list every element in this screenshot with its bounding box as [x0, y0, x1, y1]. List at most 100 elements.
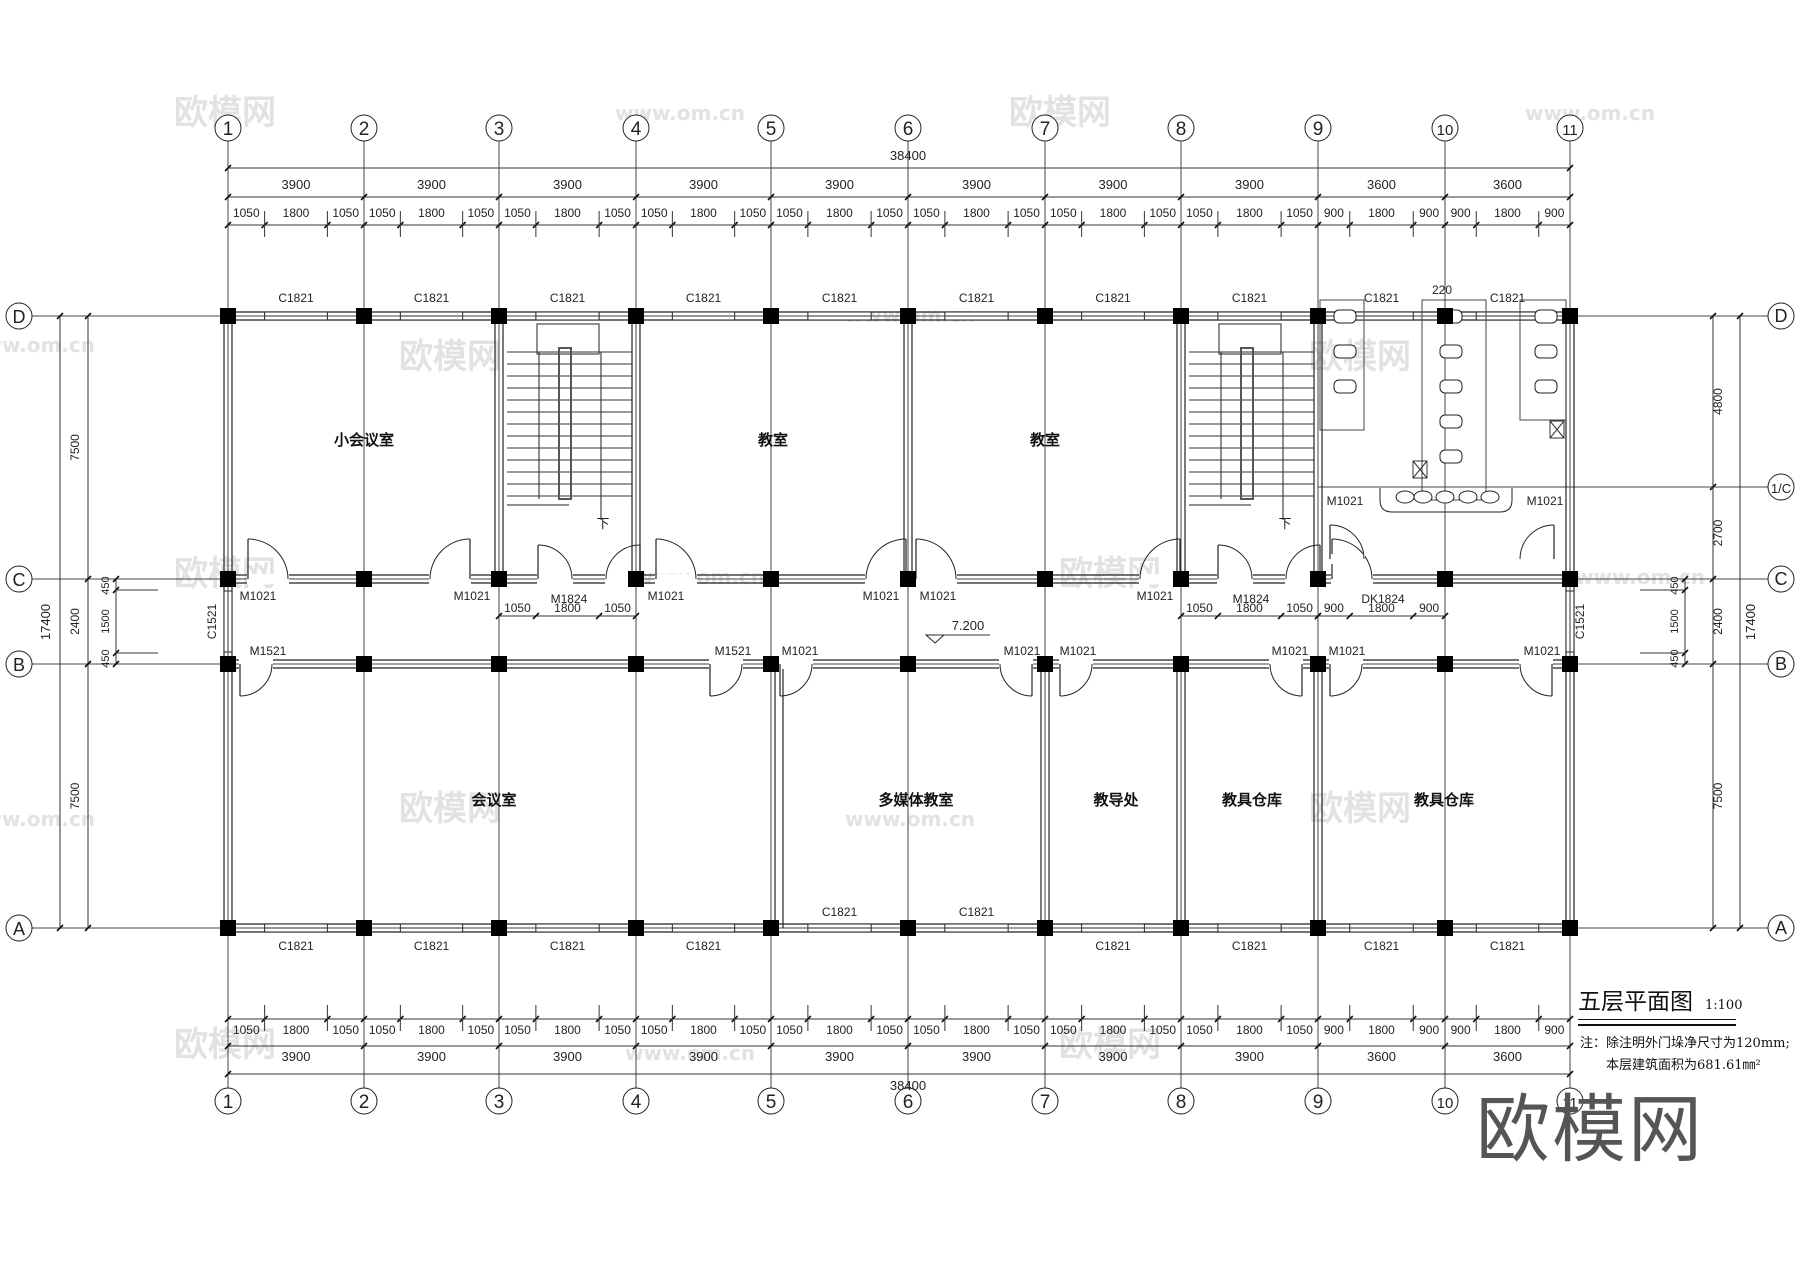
grid-label-9: 9: [1313, 1092, 1324, 1113]
segment-dimension: 900: [1324, 206, 1344, 220]
structural-column: [1562, 308, 1578, 324]
grid-label-A: A: [13, 919, 25, 939]
room-label: 教室: [1029, 431, 1060, 449]
dimension-tick: [1441, 612, 1449, 620]
door-m1021-swing: [1331, 538, 1373, 580]
structural-column: [1173, 920, 1189, 936]
sink-icon: [1413, 490, 1433, 504]
dimension-tick: [1709, 575, 1717, 583]
toilet-partition: [1421, 299, 1487, 501]
grid-label-B: B: [1775, 654, 1787, 674]
grid-label-C: C: [1775, 569, 1788, 589]
window-label: C1821: [1232, 939, 1268, 953]
window-label: C1821: [686, 291, 722, 305]
segment-dimension: 1800: [963, 1023, 990, 1037]
structural-column: [220, 308, 236, 324]
dimension-tick: [1314, 221, 1322, 229]
dimension-tick: [532, 612, 540, 620]
grid-label-4: 4: [631, 1092, 642, 1113]
door-m1824-swing: [1217, 544, 1253, 580]
grid-bubble-6: [894, 1087, 922, 1115]
watermark-logo: 欧模网: [399, 337, 501, 377]
structural-column: [900, 571, 916, 587]
structural-column: [1310, 571, 1326, 587]
dimension-tick: [632, 221, 640, 229]
window-label: C1821: [414, 291, 450, 305]
corridor-dimension: 450: [100, 649, 112, 667]
door-south-swing: [239, 663, 273, 697]
corridor-dimension: 1500: [1669, 609, 1681, 633]
door-south-swing: [1329, 663, 1363, 697]
segment-dimension: 1050: [1013, 206, 1040, 220]
structural-column: [900, 920, 916, 936]
dimension-tick: [1709, 483, 1717, 491]
watermark-url: www.om.cn: [1525, 101, 1655, 125]
vertical-overall-dimension: 17400: [1743, 604, 1758, 640]
grid-bubble-7: [1031, 114, 1059, 142]
drawing-notes: 注：除注明外门垛净尺寸为120mm; 本层建筑面积为681.61㎜²: [1580, 1033, 1790, 1077]
bay-dimension: 3900: [825, 177, 854, 192]
structural-column: [356, 308, 372, 324]
grid-label-2: 2: [359, 119, 370, 140]
segment-dimension: 900: [1544, 206, 1564, 220]
span-dimension: 7500: [68, 434, 82, 461]
door-label: M1021: [648, 589, 685, 603]
dk-dimension: 1800: [1368, 601, 1395, 615]
dimension-tick: [1346, 612, 1354, 620]
segment-dimension: 1050: [641, 206, 668, 220]
door-label: M1021: [1060, 644, 1097, 658]
door-opening: [1269, 659, 1303, 669]
grid-label-9: 9: [1313, 119, 1324, 140]
dimension-tick: [84, 924, 92, 932]
structural-column: [1037, 656, 1053, 672]
grid-bubble-3: [485, 114, 513, 142]
structural-column: [1037, 308, 1053, 324]
bay-dimension: 3900: [553, 177, 582, 192]
door-label: M1521: [250, 644, 287, 658]
segment-dimension: 1050: [913, 206, 940, 220]
sink-icon: [1435, 490, 1455, 504]
segment-dimension: 1050: [776, 1023, 803, 1037]
segment-dimension: 900: [1419, 206, 1439, 220]
dimension-tick: [1409, 612, 1417, 620]
door-label: M1021: [782, 644, 819, 658]
watermark-url: www.om.cn: [635, 565, 765, 589]
structural-column: [220, 656, 236, 672]
segment-dimension: 1050: [641, 1023, 668, 1037]
door-opening: [605, 574, 641, 584]
dk-dimension: 900: [1324, 601, 1344, 615]
dimension-tick: [1041, 221, 1049, 229]
grid-label-7: 7: [1040, 1092, 1051, 1113]
segment-dimension: 1800: [690, 206, 717, 220]
watermark-url: www.om.cn: [845, 807, 975, 831]
dimension-tick: [1566, 1070, 1574, 1078]
segment-dimension: 1800: [1494, 1023, 1521, 1037]
vertical-overall-dimension: 17400: [38, 604, 53, 640]
door-opening: [1519, 659, 1553, 669]
door-m1021-toilet-swing: [1329, 524, 1365, 560]
dimension-tick: [904, 221, 912, 229]
door-label: M1021: [920, 589, 957, 603]
corridor-dimension: 450: [1669, 649, 1681, 667]
grid-bubble-B: [1767, 650, 1795, 678]
segment-dimension: 1800: [826, 1023, 853, 1037]
toilet-icon: [1534, 309, 1558, 324]
structural-column: [1037, 571, 1053, 587]
grid-bubble-1: [214, 1087, 242, 1115]
structural-column: [1562, 920, 1578, 936]
window-label: C1821: [550, 939, 586, 953]
title-underline: [1578, 1019, 1736, 1026]
door-m1021-toilet-swing: [1519, 524, 1555, 560]
structural-column: [1310, 656, 1326, 672]
structural-column: [628, 308, 644, 324]
dimension-tick: [1566, 1042, 1574, 1050]
segment-dimension: 1800: [826, 206, 853, 220]
grid-bubble-2: [350, 114, 378, 142]
segment-dimension: 1050: [1286, 1023, 1313, 1037]
grid-bubble-A: [1767, 914, 1795, 942]
dimension-tick: [1177, 193, 1185, 201]
structural-column: [1562, 571, 1578, 587]
dimension-tick: [1314, 1015, 1322, 1023]
segment-dimension: 1050: [1149, 1023, 1176, 1037]
dimension-tick: [595, 612, 603, 620]
